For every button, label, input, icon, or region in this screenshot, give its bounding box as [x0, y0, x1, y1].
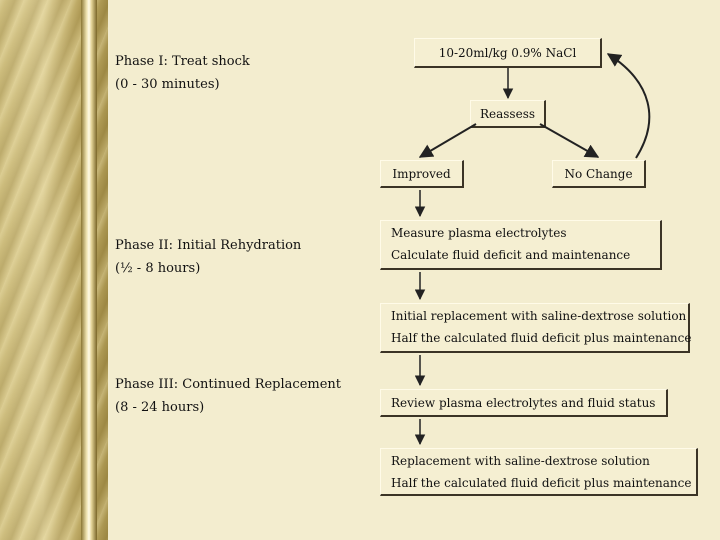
no-change-box: No Change [552, 160, 646, 188]
phase-1-time: (0 - 30 minutes) [115, 77, 220, 92]
phase-3-title: Phase III: Continued Replacement [115, 377, 342, 392]
reassess-text: Reassess [479, 106, 536, 121]
bolus-box: 10-20ml/kg 0.9% NaCl [414, 38, 602, 68]
improved-box: Improved [380, 160, 464, 188]
decorative-pillar [81, 0, 97, 540]
bolus-text: 10-20ml/kg 0.9% NaCl [438, 45, 577, 60]
review-text: Review plasma electrolytes and fluid sta… [391, 395, 656, 410]
phase-3-label: Phase III: Continued Replacement (8 - 24… [115, 373, 341, 419]
arrow-reassess-to-no-change [539, 123, 600, 158]
initial-replacement-line-1: Initial replacement with saline-dextrose… [391, 309, 687, 323]
electrolytes-box: Measure plasma electrolytes Calculate fl… [380, 220, 662, 270]
improved-text: Improved [392, 166, 451, 181]
phase-1-title: Phase I: Treat shock [115, 54, 250, 69]
phase-1-label: Phase I: Treat shock (0 - 30 minutes) [115, 50, 250, 96]
review-box: Review plasma electrolytes and fluid sta… [380, 389, 668, 417]
electrolytes-line-1: Measure plasma electrolytes [391, 226, 567, 240]
electrolytes-line-2: Calculate fluid deficit and maintenance [391, 248, 631, 262]
initial-replacement-line-2: Half the calculated fluid deficit plus m… [391, 331, 692, 345]
arrow-no-change-to-bolus [606, 53, 651, 159]
phase-3-time: (8 - 24 hours) [115, 400, 205, 415]
replacement-box: Replacement with saline-dextrose solutio… [380, 448, 698, 496]
no-change-text: No Change [564, 166, 633, 181]
arrow-reassess-to-improved [418, 123, 477, 158]
initial-replacement-box: Initial replacement with saline-dextrose… [380, 303, 692, 353]
replacement-line-2: Half the calculated fluid deficit plus m… [391, 476, 692, 490]
phase-2-label: Phase II: Initial Rehydration (½ - 8 hou… [115, 234, 301, 280]
phase-2-time: (½ - 8 hours) [115, 261, 201, 276]
replacement-line-1: Replacement with saline-dextrose solutio… [391, 454, 650, 468]
reassess-box: Reassess [470, 100, 546, 128]
phase-2-title: Phase II: Initial Rehydration [115, 238, 302, 253]
